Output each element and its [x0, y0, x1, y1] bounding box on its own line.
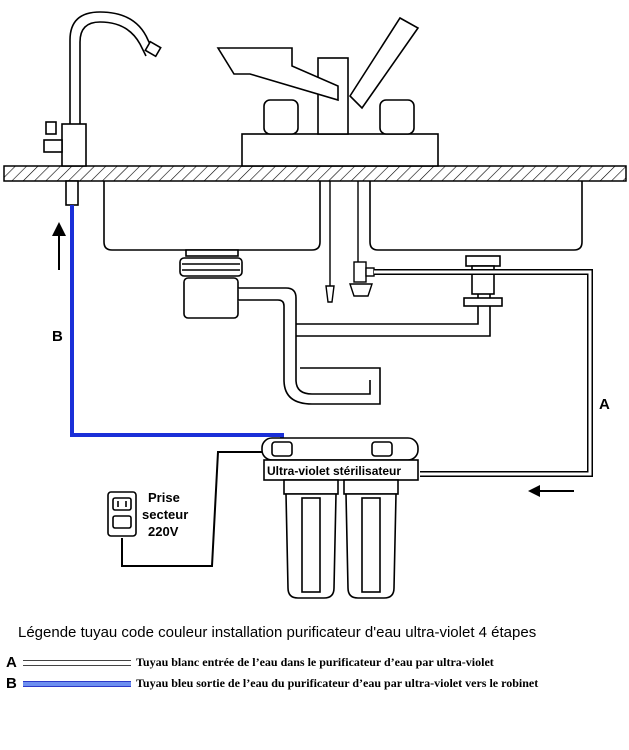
left-arrow-icon [528, 485, 574, 497]
mixer-tap-icon [216, 16, 439, 167]
filter-housings [283, 479, 399, 599]
up-arrow-icon [52, 222, 66, 270]
countertop [3, 165, 627, 182]
legend-text-a: Tuyau blanc entrée de l’eau dans le puri… [136, 655, 494, 669]
power-cable [121, 451, 262, 567]
legend-text-b: Tuyau bleu sortie de l’eau du purificate… [136, 676, 539, 690]
legend-title: Légende tuyau code couleur installation … [18, 624, 537, 641]
legend-key-a: A [6, 654, 17, 671]
uv-unit-label: Ultra-violet stérilisateur [267, 464, 401, 478]
outlet-label-line2: secteur [142, 507, 188, 522]
tube-b-label: B [52, 328, 63, 345]
white-tube-swatch-icon [23, 660, 131, 666]
feed-valve-icon [325, 181, 375, 303]
double-sink [103, 181, 583, 251]
power-outlet-icon [107, 491, 137, 537]
drinking-faucet-icon [43, 11, 162, 206]
garbage-disposal [179, 249, 297, 380]
outlet-label-line3: 220V [148, 524, 179, 539]
tube-a-label: A [599, 396, 610, 413]
installation-diagram: B A Ultra-violet stérilisateur Prise sec… [3, 11, 627, 599]
legend-item-b: B Tuyau bleu sortie de l’eau du purifica… [6, 675, 626, 693]
drain-pipes [283, 255, 503, 405]
blue-tube-swatch-icon [23, 681, 131, 687]
outlet-label-line1: Prise [148, 490, 180, 505]
legend-key-b: B [6, 675, 17, 692]
legend-item-a: A Tuyau blanc entrée de l’eau dans le pu… [6, 654, 626, 672]
uv-sterilizer [261, 437, 419, 481]
